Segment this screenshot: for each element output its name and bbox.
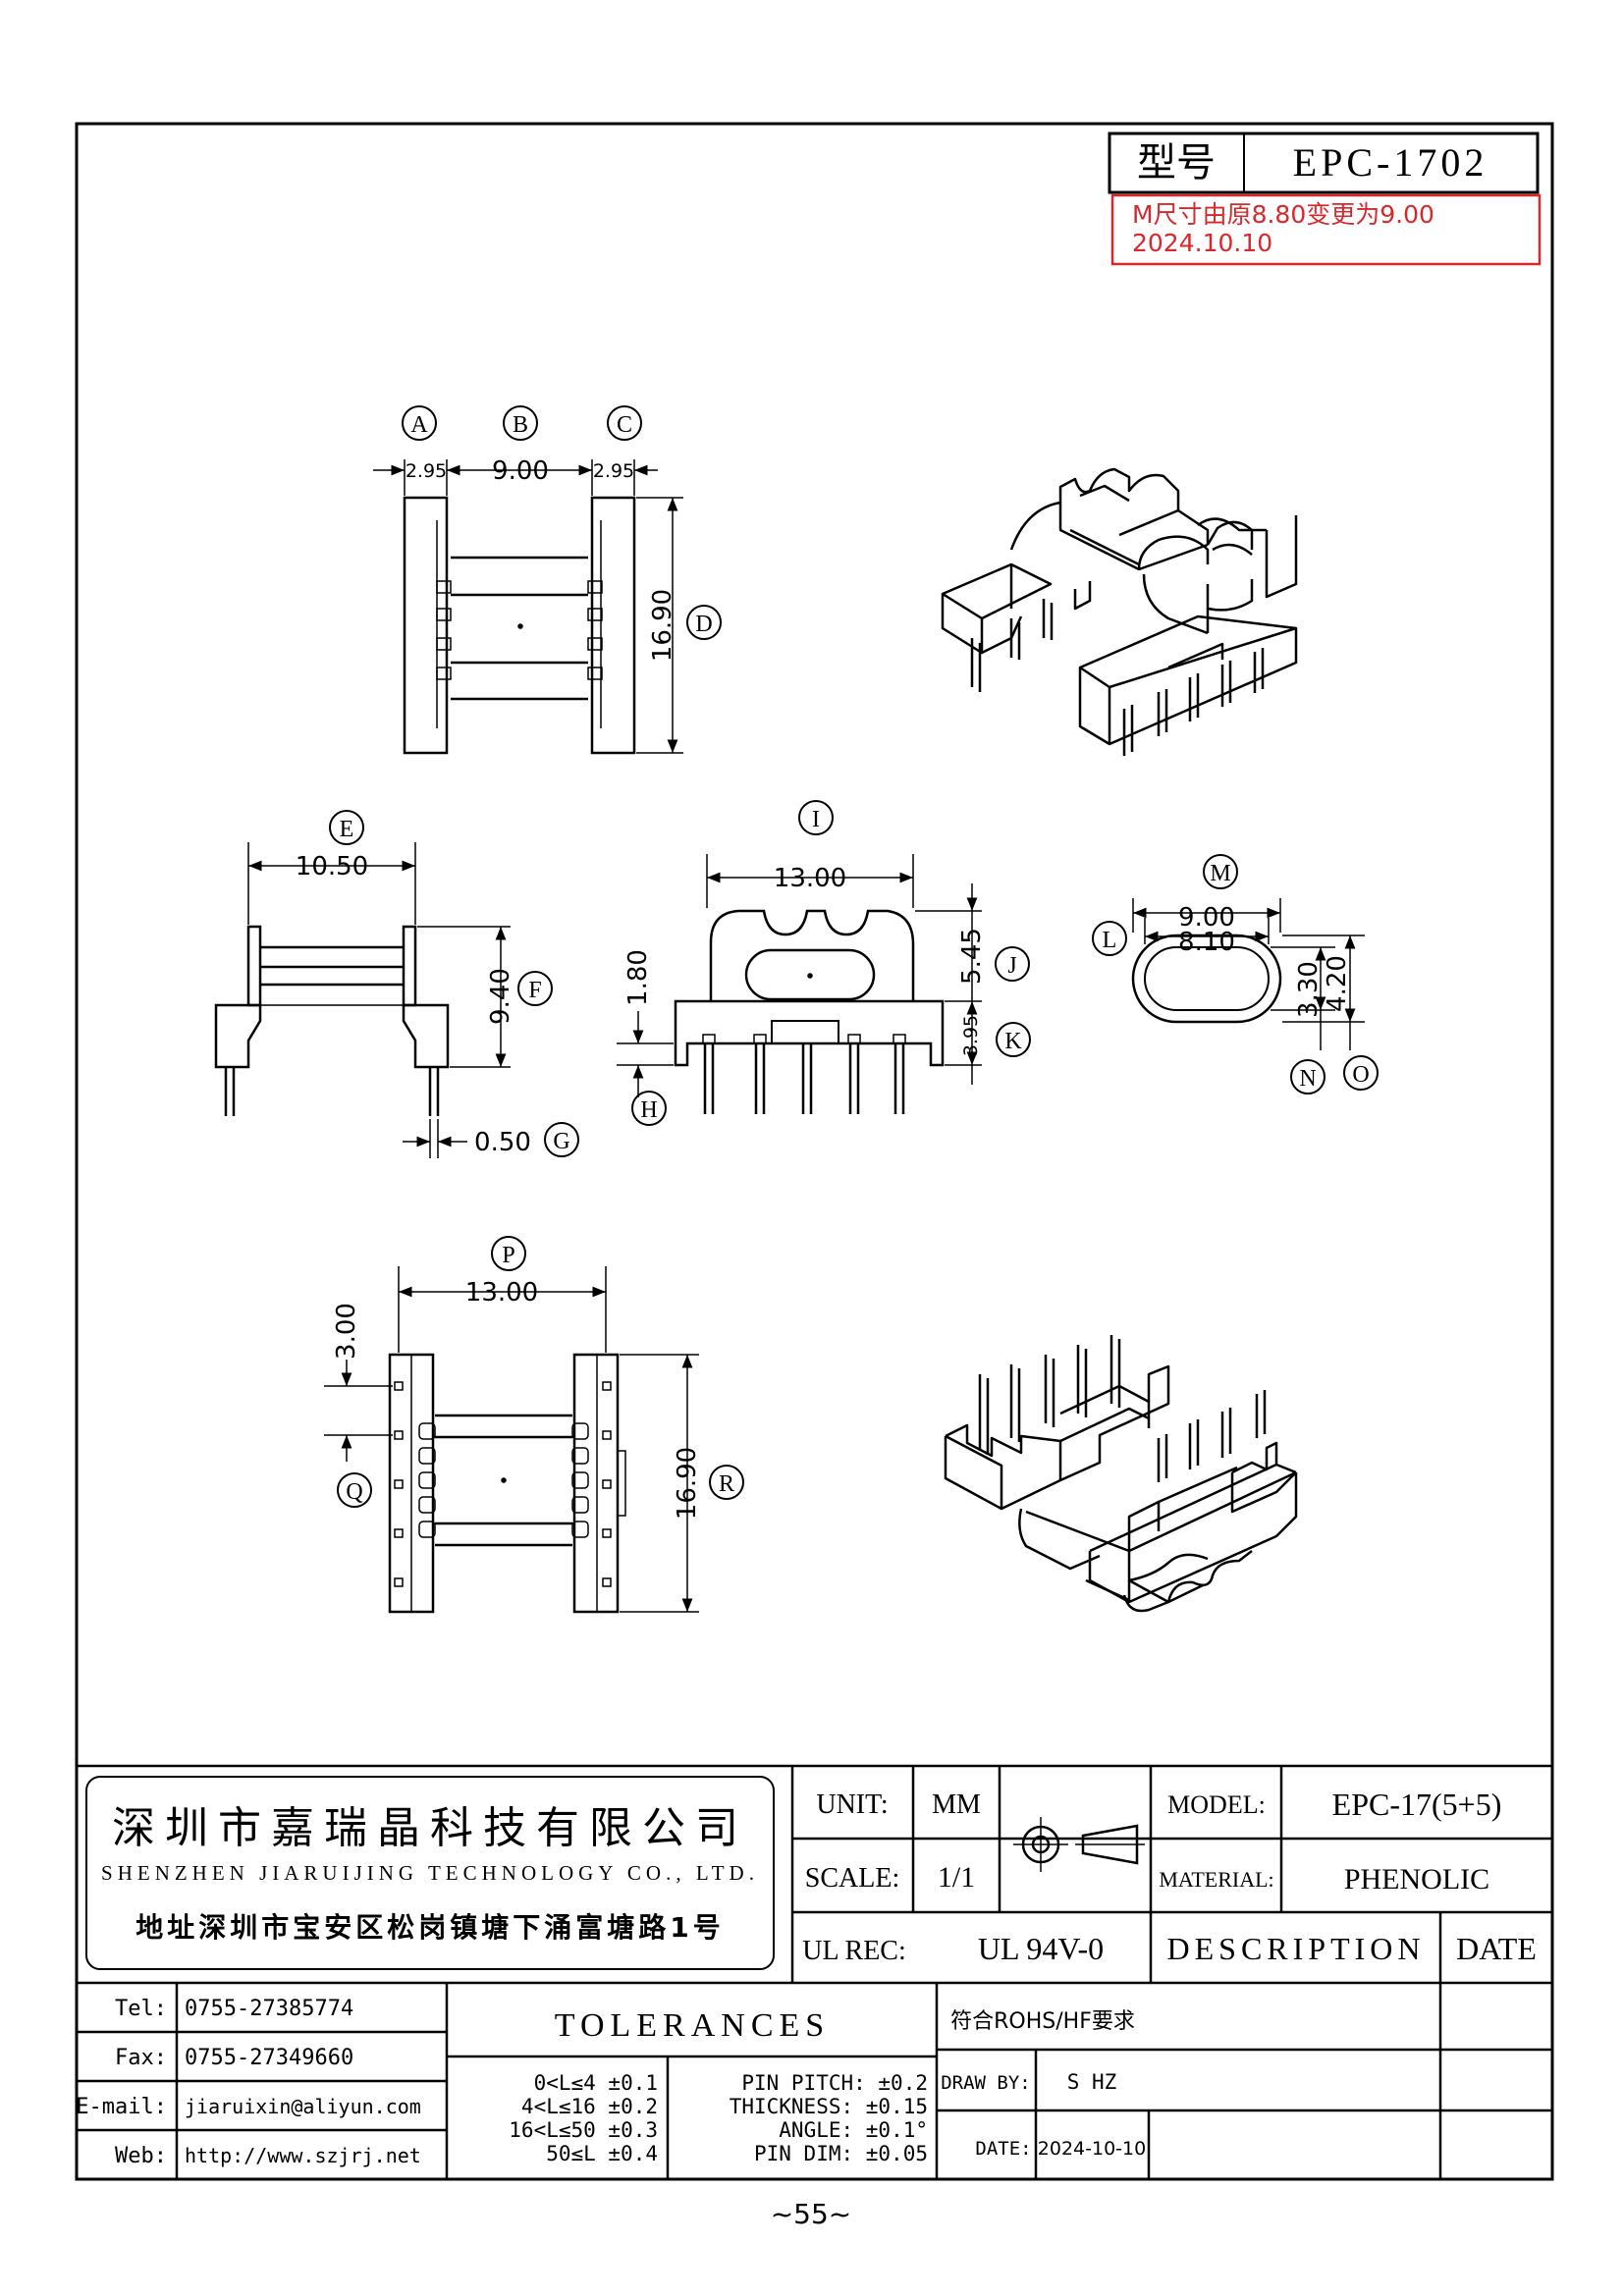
bottom-view [324, 1266, 699, 1614]
dim-j: 5.45 [957, 928, 987, 985]
callout-p: P [502, 1243, 514, 1268]
callout-d: D [695, 612, 712, 637]
callout-k: K [1004, 1029, 1022, 1054]
web-value: http://www.szjrj.net [185, 2144, 421, 2167]
scale-value: 1/1 [938, 1861, 975, 1894]
tolerance-angle: ANGLE: ±0.1° [779, 2118, 928, 2142]
dim-h: 1.80 [623, 949, 653, 1006]
draw-by-value: S HZ [1067, 2070, 1117, 2094]
web-label: Web: [115, 2144, 167, 2168]
core-window-view [1131, 898, 1365, 1050]
company-name-en: SHENZHEN JIARUIJING TECHNOLOGY CO., LTD. [101, 1861, 759, 1885]
tolerances-title: TOLERANCES [555, 2007, 830, 2044]
callout-i: I [812, 807, 820, 832]
compliance-note: 符合ROHS/HF要求 [950, 2009, 1135, 2034]
fax-label: Fax: [115, 2046, 167, 2070]
model-title-box: 型号 EPC-1702 [1108, 132, 1540, 194]
tolerance-pin-pitch: PIN PITCH: ±0.2 [741, 2071, 928, 2095]
material-value: PHENOLIC [1344, 1863, 1489, 1896]
dim-k: 3.95 [960, 1015, 982, 1056]
revision-line-1: M尺寸由原8.80变更为9.00 [1132, 200, 1434, 229]
date-header: DATE [1456, 1931, 1537, 1966]
callout-h: H [640, 1097, 657, 1123]
fax-value: 0755-27349660 [185, 2046, 353, 2070]
front-view [617, 854, 982, 1114]
model-spec-label: MODEL: [1167, 1790, 1266, 1819]
scale-label: SCALE: [805, 1863, 899, 1894]
dim-p: 13.00 [465, 1278, 538, 1308]
dim-r: 16.90 [673, 1447, 702, 1520]
unit-value: MM [932, 1789, 981, 1820]
unit-label: UNIT: [816, 1789, 888, 1820]
draw-date-label: DATE: [975, 2138, 1031, 2160]
dim-f: 9.40 [486, 968, 515, 1025]
isometric-view-top [941, 467, 1298, 756]
top-view [373, 459, 683, 755]
callout-g: G [553, 1129, 569, 1154]
callout-e: E [340, 817, 354, 842]
callout-c: C [617, 412, 632, 438]
tolerance-range-4: 50≤L ±0.4 [546, 2142, 658, 2165]
ul-value: UL 94V-0 [978, 1931, 1104, 1966]
material-label: MATERIAL: [1159, 1867, 1273, 1892]
dim-b: 9.00 [492, 456, 549, 486]
tel-value: 0755-27385774 [185, 1997, 353, 2021]
dim-q: 3.00 [332, 1303, 361, 1360]
callout-l: L [1103, 928, 1117, 953]
tolerance-range-3: 16<L≤50 ±0.3 [509, 2118, 658, 2142]
email-label: E-mail: [76, 2095, 167, 2119]
callout-j: J [1007, 953, 1016, 979]
email-value: jiaruixin@aliyun.com [185, 2095, 421, 2118]
revision-note: M尺寸由原8.80变更为9.00 2024.10.10 [1110, 193, 1542, 266]
callout-o: O [1352, 1062, 1369, 1088]
company-address: 地址深圳市宝安区松岗镇塘下涌富塘路1号 [135, 1911, 725, 1944]
isometric-view-bottom [944, 1335, 1298, 1613]
draw-date-value: 2024-10-10 [1038, 2138, 1146, 2160]
tel-label: Tel: [115, 1997, 167, 2021]
callout-q: Q [346, 1479, 362, 1505]
revision-line-2: 2024.10.10 [1132, 229, 1272, 257]
model-label: 型号 [1137, 140, 1216, 185]
dim-d: 16.90 [648, 589, 677, 662]
callout-f: F [528, 978, 541, 1003]
dim-e: 10.50 [296, 852, 368, 881]
callout-r: R [719, 1471, 734, 1497]
tolerance-pin-dim: PIN DIM: ±0.05 [754, 2142, 928, 2165]
page-number: ~55~ [771, 2198, 852, 2230]
dim-m1: 9.00 [1178, 903, 1235, 933]
draw-by-label: DRAW BY: [941, 2072, 1031, 2094]
dim-c: 2.95 [593, 460, 634, 482]
callout-bubbles [329, 405, 1379, 1508]
tolerance-range-2: 4<L≤16 ±0.2 [521, 2095, 658, 2118]
callout-n: N [1299, 1066, 1316, 1092]
tolerance-thickness: THICKNESS: ±0.15 [730, 2095, 928, 2118]
company-name-cn: 深圳市嘉瑞晶科技有限公司 [112, 1803, 748, 1853]
dim-n: 3.30 [1294, 961, 1324, 1018]
tolerance-range-1: 0<L≤4 ±0.1 [534, 2071, 658, 2095]
callout-a: A [410, 412, 428, 438]
dim-m2: 8.10 [1178, 928, 1235, 957]
sheet-border [75, 122, 1554, 2181]
callout-m: M [1210, 861, 1230, 886]
projection-symbol-icon [1013, 1817, 1145, 1872]
description-header: DESCRIPTION [1166, 1931, 1425, 1966]
model-spec-value: EPC-17(5+5) [1332, 1787, 1502, 1822]
callout-b: B [513, 412, 528, 438]
side-view [214, 842, 511, 1158]
model-number: EPC-1702 [1293, 140, 1488, 185]
title-block-grid [77, 1764, 1552, 2179]
dim-g: 0.50 [474, 1128, 531, 1157]
dim-i: 13.00 [774, 864, 846, 893]
dim-a: 2.95 [406, 460, 447, 482]
ul-label: UL REC: [802, 1936, 906, 1966]
dim-o: 4.20 [1323, 955, 1352, 1012]
